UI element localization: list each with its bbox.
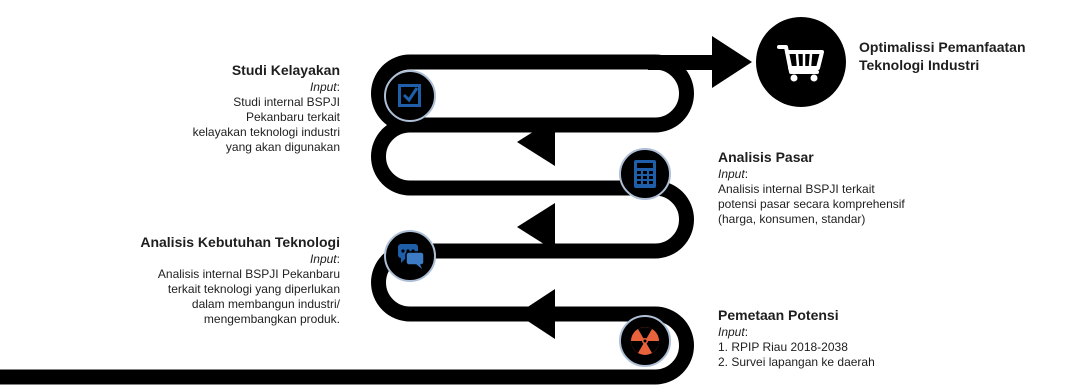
arrowhead-row3 xyxy=(517,203,555,251)
input-label: Input xyxy=(718,167,745,181)
arrowhead-row4 xyxy=(517,289,555,339)
stage-title: Analisis Pasar xyxy=(718,149,814,165)
chat-bubbles-icon xyxy=(384,230,436,282)
stage-title: Studi Kelayakan xyxy=(231,62,340,78)
description-line: dalam membangun industri/ xyxy=(191,297,340,311)
stage-pemetaan-potensi: Pemetaan Potensi Input: 1. RPIP Riau 201… xyxy=(718,306,875,370)
input-label: Input xyxy=(309,252,337,266)
input-label-row: Input: xyxy=(718,325,749,339)
description-line: Analisis internal BSPJI Pekanbaru xyxy=(157,267,340,281)
input-label: Input xyxy=(309,80,337,94)
road-path xyxy=(0,54,694,385)
input-label-row: Input: xyxy=(309,252,340,266)
arrowhead-row2 xyxy=(517,118,555,166)
arrowhead-row1 xyxy=(712,36,752,88)
checkbox-icon xyxy=(384,70,436,122)
description-line: Studi internal BSPJI xyxy=(233,95,340,109)
stage-title: Pemetaan Potensi xyxy=(718,307,839,323)
description-line: Analisis internal BSPJI terkait xyxy=(718,182,875,196)
radiation-icon xyxy=(619,315,671,367)
goal-title-line: Teknologi Industri xyxy=(859,57,980,73)
stage-title: Analisis Kebutuhan Teknologi xyxy=(140,234,340,250)
description-line: potensi pasar secara komprehensif xyxy=(718,197,905,211)
description-line: yang akan digunakan xyxy=(225,140,340,154)
stage-studi-kelayakan: Studi Kelayakan Input: Studi internal BS… xyxy=(193,61,340,155)
description-line: 2. Survei lapangan ke daerah xyxy=(718,355,875,369)
goal-title: Optimalissi Pemanfaatan Teknologi Indust… xyxy=(859,38,1026,74)
calculator-icon xyxy=(619,148,671,200)
description-line: 1. RPIP Riau 2018-2038 xyxy=(718,340,848,354)
shopping-cart-icon xyxy=(756,17,846,107)
description-line: (harga, konsumen, standar) xyxy=(718,212,866,226)
description-line: mengembangkan produk. xyxy=(203,312,340,326)
description-line: Pekanbaru terkait xyxy=(245,110,340,124)
description-line: terkait teknologi yang diperlukan xyxy=(167,282,340,296)
description-line: kelayakan teknologi industri xyxy=(192,125,340,139)
stage-analisis-kebutuhan-teknologi: Analisis Kebutuhan Teknologi Input: Anal… xyxy=(140,233,340,327)
input-label-row: Input: xyxy=(718,167,749,181)
input-label: Input xyxy=(718,325,745,339)
input-label-row: Input: xyxy=(309,80,340,94)
stage-analisis-pasar: Analisis Pasar Input: Analisis internal … xyxy=(718,148,905,227)
goal-title-line: Optimalissi Pemanfaatan xyxy=(859,39,1026,55)
